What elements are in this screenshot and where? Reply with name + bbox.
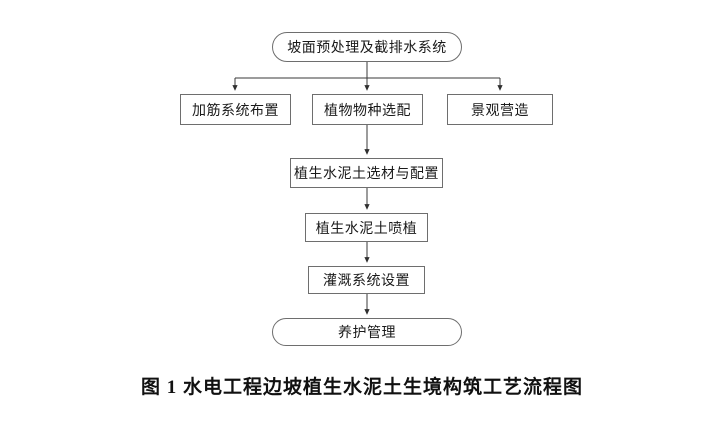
flow-node-label: 景观营造	[471, 103, 529, 119]
flow-node-label: 坡面预处理及截排水系统	[287, 41, 447, 56]
flow-node-landscape-creation[interactable]: 景观营造	[447, 94, 553, 125]
flow-node-spray-planting[interactable]: 植生水泥土喷植	[305, 213, 428, 242]
flow-node-irrigation-system[interactable]: 灌溉系统设置	[308, 266, 425, 294]
flow-node-slope-pretreatment[interactable]: 坡面预处理及截排水系统	[272, 32, 462, 62]
flow-node-label: 植生水泥土喷植	[315, 221, 418, 237]
flow-node-maintenance-management[interactable]: 养护管理	[272, 318, 462, 346]
flow-node-reinforcement-layout[interactable]: 加筋系统布置	[180, 94, 291, 125]
flow-node-label: 养护管理	[338, 326, 396, 341]
flow-node-label: 灌溉系统设置	[323, 274, 410, 289]
flow-node-label: 植生水泥土选材与配置	[294, 167, 439, 182]
flow-node-material-selection-mix[interactable]: 植生水泥土选材与配置	[290, 158, 443, 188]
flow-node-plant-species-selection[interactable]: 植物物种选配	[312, 94, 423, 125]
flow-node-label: 加筋系统布置	[192, 103, 279, 119]
figure-caption: 图 1 水电工程边坡植生水泥土生境构筑工艺流程图	[140, 377, 583, 398]
flow-node-label: 植物物种选配	[324, 103, 411, 119]
